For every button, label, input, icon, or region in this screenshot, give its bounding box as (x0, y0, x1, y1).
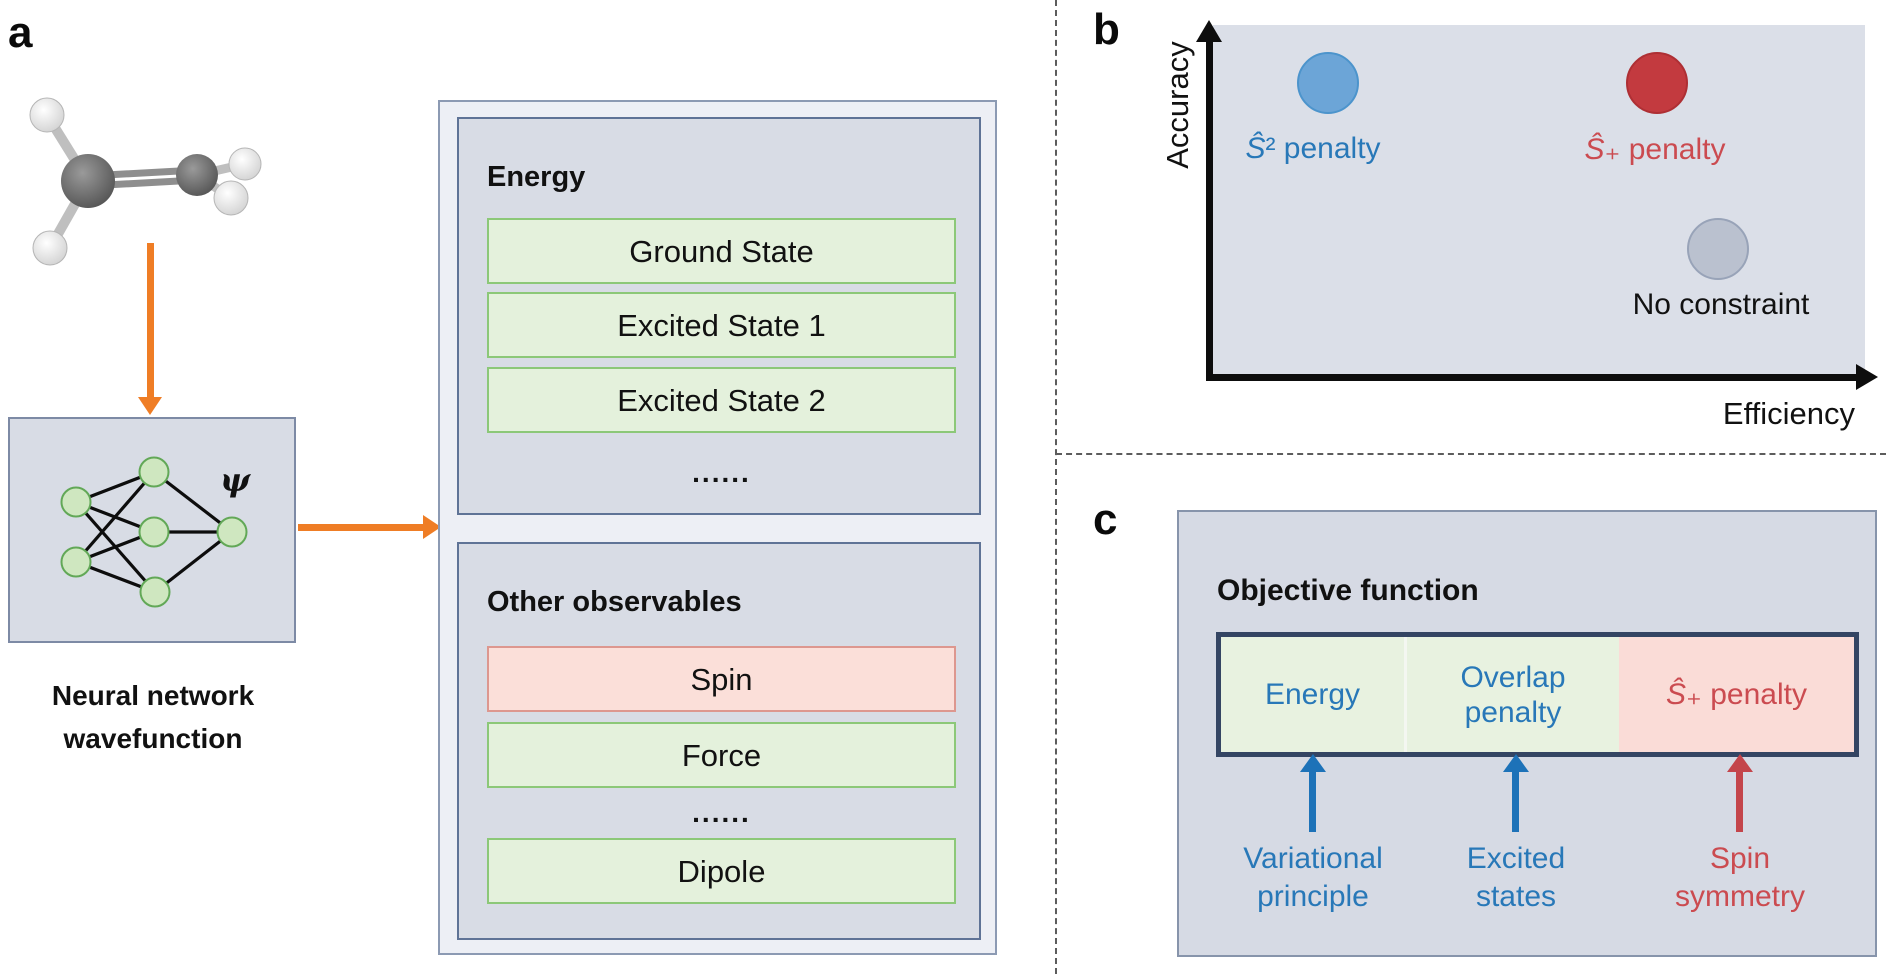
objective-function-box: Objective function Energy Overlap penalt… (1177, 510, 1877, 957)
row-force: Force (487, 722, 956, 788)
neural-network-graph (60, 456, 248, 608)
note-2-line-2: states (1475, 880, 1557, 913)
data-point-s2-penalty (1297, 52, 1359, 114)
term-overlap-penalty: Overlap penalty (1407, 637, 1619, 752)
vertical-dashed-divider (1055, 0, 1057, 974)
note-1-line-2: principle (1257, 880, 1369, 913)
network-caption: Neural network wavefunction (3, 674, 303, 760)
psi-symbol: ψ (220, 461, 251, 499)
objective-terms-bar: Energy Overlap penalty Ŝ₊ penalty (1216, 632, 1859, 757)
row-excited-state-2: Excited State 2 (487, 367, 956, 433)
molecule-atoms (29, 97, 262, 266)
objective-function-title: Objective function (1217, 574, 1479, 607)
neural-network-box: ψ (8, 417, 296, 643)
term-overlap-line-2: penalty (1464, 695, 1562, 729)
arrow-up-head-icon-2 (1503, 754, 1529, 772)
caption-line-2: wavefunction (63, 723, 243, 754)
panel-c-label: c (1093, 495, 1118, 544)
note-3-line-1: Spin (1709, 842, 1771, 875)
arrow-molecule-to-network (147, 243, 154, 397)
term-splus-penalty: Ŝ₊ penalty (1619, 637, 1854, 752)
y-axis-arrow-icon (1196, 20, 1222, 42)
note-excited-states: Excited states (1396, 840, 1636, 916)
label-splus-penalty: Ŝ₊ penalty (1584, 133, 1726, 166)
x-axis-label: Efficiency (1722, 396, 1855, 431)
network-nodes (60, 456, 248, 608)
note-3-line-2: symmetry (1675, 880, 1805, 913)
arrow-network-to-outputs (298, 524, 423, 531)
observables-ellipsis: ...... (692, 797, 751, 828)
data-point-splus-penalty (1626, 52, 1688, 114)
term-energy: Energy (1221, 637, 1407, 752)
horizontal-dashed-divider (1056, 453, 1886, 455)
arrow-right-head-icon (423, 515, 441, 539)
arrow-up-head-icon-1 (1300, 754, 1326, 772)
x-axis-arrow-icon (1856, 364, 1878, 390)
outputs-container: Energy Ground State Excited State 1 Exci… (438, 100, 997, 955)
energy-title: Energy (487, 161, 586, 193)
arrow-down-head-icon (138, 397, 162, 415)
term-splus-text: Ŝ₊ penalty (1666, 678, 1807, 711)
y-axis-line (1206, 40, 1213, 381)
term-energy-text: Energy (1264, 678, 1361, 711)
energy-box: Energy Ground State Excited State 1 Exci… (457, 117, 981, 515)
note-2-line-1: Excited (1466, 842, 1566, 875)
row-spin: Spin (487, 646, 956, 712)
observables-title: Other observables (487, 586, 742, 618)
note-variational-principle: Variational principle (1193, 840, 1433, 916)
y-axis-label: Accuracy (1160, 41, 1195, 169)
row-dipole: Dipole (487, 838, 956, 904)
arrow-up-head-icon-3 (1727, 754, 1753, 772)
note-1-line-1: Variational (1243, 842, 1383, 875)
label-s2-penalty: Ŝ² penalty (1245, 132, 1381, 165)
term-overlap-line-1: Overlap (1460, 660, 1566, 694)
caption-line-1: Neural network (51, 680, 255, 711)
row-excited-state-1: Excited State 1 (487, 292, 956, 358)
molecule-image (29, 97, 262, 266)
panel-b-label: b (1093, 5, 1120, 54)
note-spin-symmetry: Spin symmetry (1620, 840, 1860, 916)
label-no-constraint: No constraint (1632, 288, 1810, 321)
arrow-excited-states (1512, 770, 1519, 832)
row-ground-state: Ground State (487, 218, 956, 284)
energy-ellipsis: ...... (692, 457, 751, 488)
panel-a-label: a (8, 8, 33, 57)
data-point-no-constraint (1687, 218, 1749, 280)
x-axis-line (1206, 374, 1858, 381)
arrow-variational-principle (1309, 770, 1316, 832)
arrow-spin-symmetry (1736, 770, 1743, 832)
observables-box: Other observables Spin Force ...... Dipo… (457, 542, 981, 940)
